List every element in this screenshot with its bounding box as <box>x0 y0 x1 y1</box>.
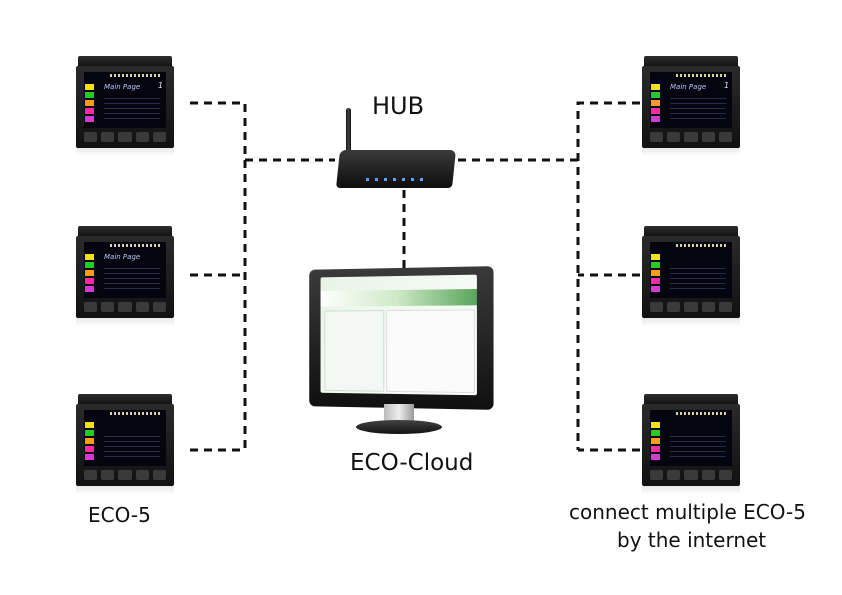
hub-label: HUB <box>372 92 425 120</box>
device-buttons <box>650 132 733 142</box>
device-buttons <box>650 302 733 312</box>
router-leds <box>366 178 426 181</box>
device-buttons <box>84 302 167 312</box>
eco5-device-right-top: Main Page 1 <box>642 56 740 156</box>
device-screen <box>84 410 166 466</box>
router-body <box>336 150 456 188</box>
cloud-monitor-image <box>306 266 494 438</box>
device-page-number: 1 <box>158 81 164 90</box>
device-screen: Main Page <box>84 242 166 298</box>
eco5-device-right-middle <box>642 226 740 326</box>
cloud-label: ECO-Cloud <box>350 450 474 476</box>
device-screen-title: Main Page <box>104 83 141 91</box>
device-buttons <box>84 132 167 142</box>
device-buttons <box>650 470 733 480</box>
caption-line-2: by the internet <box>617 528 767 552</box>
device-screen: Main Page 1 <box>84 72 166 128</box>
device-buttons <box>84 470 167 480</box>
device-screen-title: Main Page <box>104 253 141 261</box>
left-trunk-line <box>190 101 247 450</box>
device-screen: Main Page 1 <box>650 72 732 128</box>
monitor-screen <box>320 274 477 396</box>
router-antenna <box>346 108 351 158</box>
eco5-device-left-bottom <box>76 394 174 494</box>
device-screen <box>650 242 732 298</box>
hub-router-image <box>336 108 456 188</box>
right-trunk-line <box>576 101 640 450</box>
eco5-device-left-middle: Main Page <box>76 226 174 326</box>
eco5-device-left-top: Main Page 1 <box>76 56 174 156</box>
device-screen <box>650 410 732 466</box>
caption-line-1: connect multiple ECO-5 <box>569 500 806 524</box>
device-page-number: 1 <box>724 81 730 90</box>
device-label: ECO-5 <box>88 503 151 527</box>
device-screen-title: Main Page <box>670 83 707 91</box>
eco5-device-right-bottom <box>642 394 740 494</box>
